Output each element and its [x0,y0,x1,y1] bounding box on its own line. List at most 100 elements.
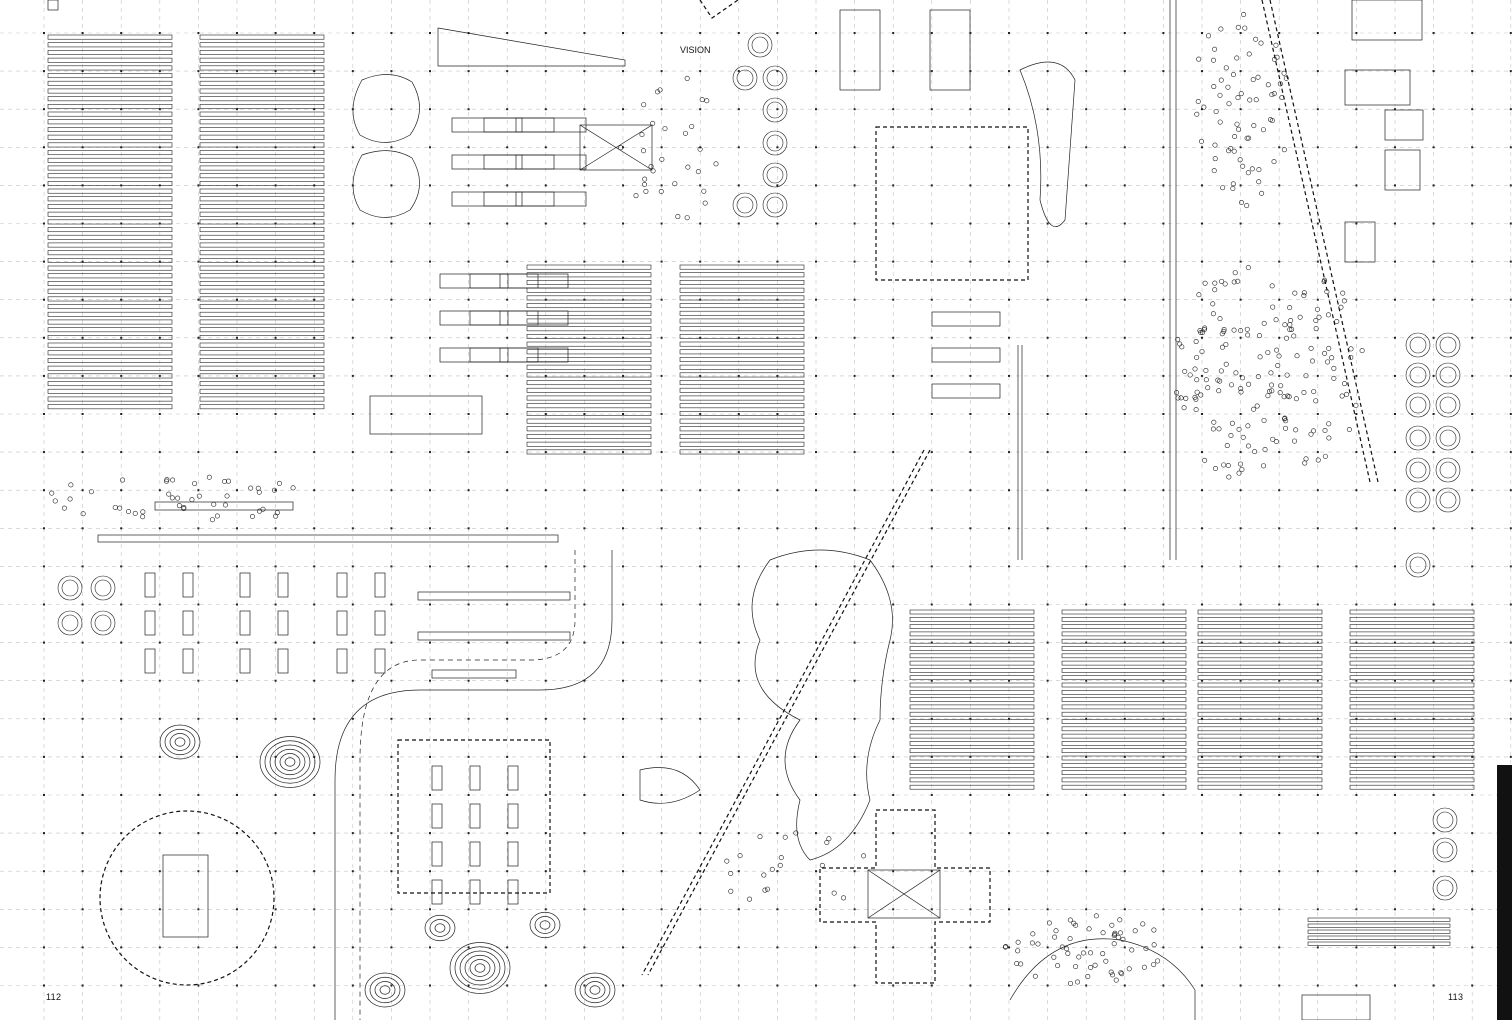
grid-dot [583,946,586,949]
tree-icon [1273,42,1279,48]
grid-dot [930,794,933,796]
grid-dot [467,984,470,987]
grid-dot [158,717,161,720]
tree-icon [831,890,837,896]
road-centerline [359,550,576,1020]
field-strip [199,42,325,48]
tree-icon [1181,405,1187,411]
field-strip [679,349,805,355]
grid-dot [506,565,509,568]
tree-icon [1435,332,1461,358]
field-strip [909,770,1035,775]
grid-dot [737,489,740,492]
grid-dot [1046,755,1049,758]
grid-dot [660,870,663,873]
grid-dot [1201,489,1203,492]
grid-dot [81,336,84,339]
tree-icon [1236,426,1242,432]
tree-icon [1245,265,1251,271]
tree-icon [1256,179,1262,185]
field-strip [1061,784,1187,790]
tree-icon [1286,394,1292,400]
grid-dot [1432,336,1435,339]
tree-icon [704,98,710,104]
grid-dot [930,489,933,492]
grid-dot [853,832,856,835]
grid-dot [120,374,123,377]
tree-icon [1110,972,1116,978]
field-strip [47,288,173,294]
grid-dot [544,946,547,949]
contour-ring [269,744,311,780]
building-icon [507,879,519,905]
field-strip [47,234,173,240]
field-strip [679,287,805,293]
contour-ring [454,946,506,990]
grid-dot [120,70,123,73]
grid-dot [583,374,586,377]
grid-dot [1394,946,1396,949]
tree-icon [1015,948,1021,954]
grid-dot [1278,603,1281,606]
tree-icon [662,126,668,132]
grid-dot [274,832,277,835]
grid-dot [1008,489,1010,492]
grid-dot [853,794,856,796]
grid-dot [351,679,354,682]
grid-dot [1123,451,1126,454]
grid-dot [1123,336,1126,339]
grid-dot [1085,946,1088,949]
grid-dot [776,184,779,187]
grid-dot [583,832,586,835]
grid-dot [429,184,431,187]
contour-ring [529,911,561,939]
grid-dot [737,298,740,301]
tree-icon [1193,407,1199,413]
grid-dot [737,870,740,873]
grid-dot [274,984,277,987]
grid-dot [583,298,586,301]
grid-dot [1008,717,1010,720]
building-icon [931,383,1001,399]
striped-field [1197,609,1323,790]
building-icon [451,191,523,207]
tree-icon [1439,366,1457,384]
grid-dot [313,641,316,644]
grid-dot [274,870,277,873]
grid-dot [1201,641,1203,644]
grid-dot [969,184,972,187]
building-icon [469,803,481,829]
grid-dot [1085,32,1088,34]
grid-dot [660,908,663,911]
tree-icon [1325,359,1331,365]
grid-dot [583,108,586,111]
grid-dot [467,565,470,568]
field-strip [1349,726,1475,732]
grid-dot [43,794,45,796]
grid-dot [1471,832,1474,835]
grid-dot [1432,222,1435,225]
grid-dot [1278,298,1281,301]
field-strip [1061,631,1187,637]
field-strip [1349,697,1475,702]
grid-dot [158,603,161,606]
tree-icon [1233,370,1239,376]
field-strip [199,250,325,256]
tree-icon [1277,81,1283,87]
field-strip [1349,682,1475,688]
tree-icon [1257,354,1263,360]
grid-dot [892,146,895,149]
grid-dot [930,603,933,606]
tree-icon [57,610,83,636]
grid-dot [737,717,740,720]
tree-icon [1405,457,1431,483]
grid-dot [776,870,779,873]
field-strip [199,381,325,387]
tree-icon [1322,427,1328,433]
grid-dot [1394,832,1396,835]
tree-icon [1235,95,1241,101]
tree-icon [1260,127,1266,133]
grid-dot [1046,527,1049,530]
grid-dot [390,336,393,339]
grid-dot [1008,336,1010,339]
